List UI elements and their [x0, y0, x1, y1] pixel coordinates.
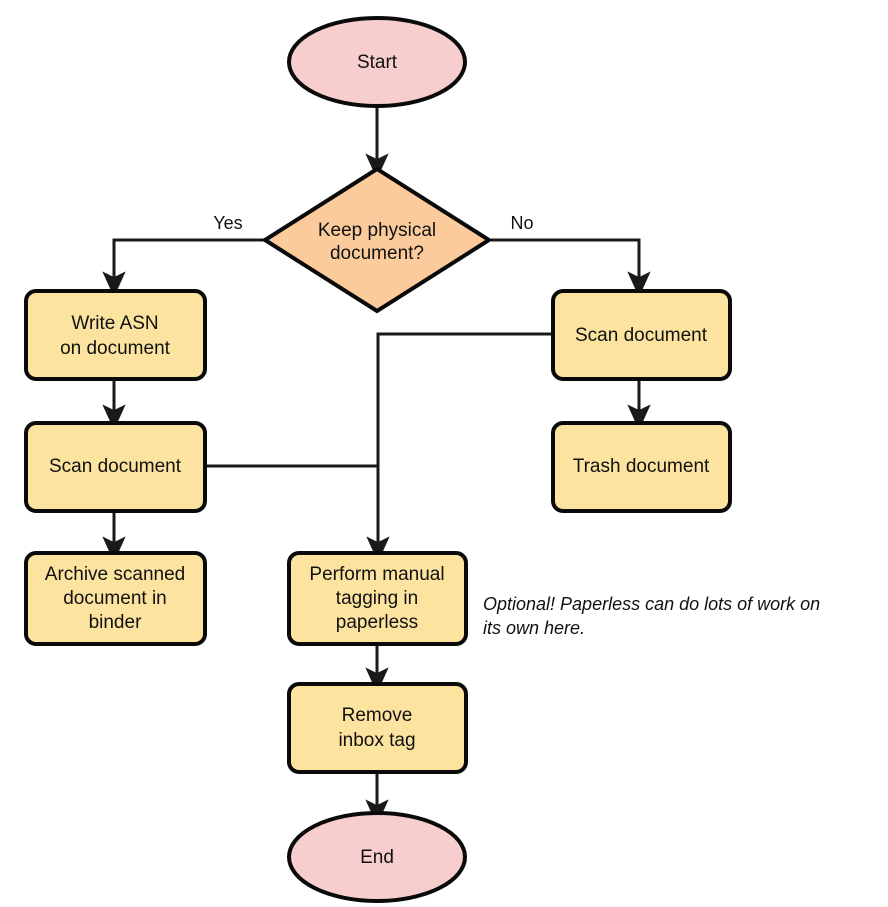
node-decision-label-line2: document?	[330, 243, 424, 264]
node-write-asn-label-line1: Write ASN	[71, 313, 158, 334]
node-remove-inbox-label-line1: Remove	[342, 705, 413, 726]
edge-label-yes: Yes	[213, 213, 242, 233]
node-scan-document-right-label: Scan document	[575, 325, 708, 346]
node-tagging-label-line3: paperless	[336, 612, 418, 633]
edge-scan-right-to-tagging	[366, 332, 553, 563]
node-tagging-label-line1: Perform manual	[309, 564, 444, 585]
node-scan-document-left-label: Scan document	[49, 456, 182, 477]
node-trash-document-label: Trash document	[573, 456, 710, 477]
annotation-optional-note-line2: its own here.	[483, 618, 585, 638]
edge-decision-yes-to-write-asn	[102, 238, 264, 298]
node-archive-scanned-document[interactable]: Archive scanned document in binder	[24, 551, 207, 646]
node-start-label: Start	[357, 52, 398, 73]
node-perform-manual-tagging[interactable]: Perform manual tagging in paperless	[287, 551, 468, 646]
node-end-label: End	[360, 847, 394, 868]
node-scan-document-right[interactable]: Scan document	[551, 289, 732, 381]
node-decision-label-line1: Keep physical	[318, 220, 436, 241]
node-scan-document-left[interactable]: Scan document	[24, 421, 207, 513]
node-archive-label-line3: binder	[89, 612, 142, 633]
node-end[interactable]: End	[287, 811, 467, 903]
node-tagging-label-line2: tagging in	[336, 588, 418, 609]
node-write-asn-label-line2: on document	[60, 338, 171, 359]
node-write-asn[interactable]: Write ASN on document	[24, 289, 207, 381]
edge-label-no: No	[510, 213, 533, 233]
annotation-optional-note-line1: Optional! Paperless can do lots of work …	[483, 594, 820, 614]
edge-decision-no-to-scan-right	[491, 238, 651, 298]
annotation-optional-note: Optional! Paperless can do lots of work …	[483, 594, 820, 638]
node-archive-label-line1: Archive scanned	[45, 564, 185, 585]
node-decision-keep-physical-document[interactable]: Keep physical document?	[261, 166, 493, 314]
node-remove-inbox-label-line2: inbox tag	[338, 730, 415, 751]
node-archive-label-line2: document in	[63, 588, 167, 609]
node-start[interactable]: Start	[287, 16, 467, 108]
connectors-group	[102, 105, 651, 826]
node-trash-document[interactable]: Trash document	[551, 421, 732, 513]
node-remove-inbox-tag[interactable]: Remove inbox tag	[287, 682, 468, 774]
